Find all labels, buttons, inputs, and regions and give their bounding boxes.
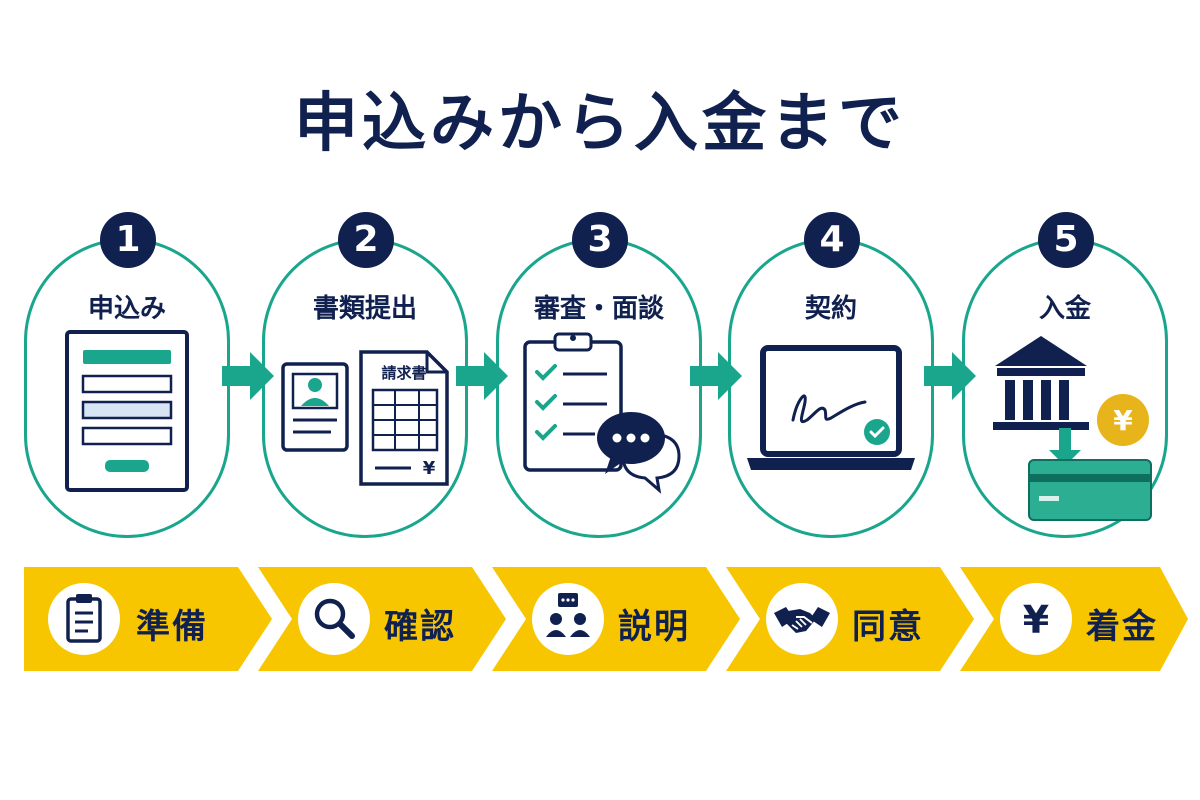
- clipboard-icon: [66, 594, 102, 643]
- stage-label: 着金: [1086, 607, 1158, 647]
- arrow-right-icon: [690, 352, 742, 400]
- step-5: 5 入金 ¥: [962, 212, 1168, 542]
- stage-explanation: 説明: [492, 567, 742, 671]
- stage-agreement: 同意: [726, 567, 976, 671]
- step-number-badge: 2: [338, 212, 394, 268]
- invoice-yen-mark: ¥: [423, 458, 436, 479]
- step-number-badge: 1: [100, 212, 156, 268]
- step-1: 1 申込み: [24, 212, 230, 542]
- step-2: 2 書類提出 請求書 ¥: [262, 212, 468, 542]
- page-title: 申込みから入金まで: [294, 87, 906, 161]
- presentation-people-icon: [546, 593, 590, 637]
- stage-icon-badge: [532, 583, 604, 655]
- step-label: 申込み: [87, 294, 166, 324]
- stage-label: 確認: [384, 607, 456, 647]
- stage-funds-received: ¥ 着金: [960, 567, 1200, 671]
- arrow-right-icon: [456, 352, 508, 400]
- handshake-icon: [774, 607, 830, 633]
- step-number-badge: 3: [572, 212, 628, 268]
- stage-label: 準備: [136, 607, 208, 647]
- magnifier-icon: [314, 598, 355, 639]
- laptop-signature-icon: [747, 345, 915, 470]
- stage-icon-badge: ¥: [1000, 583, 1072, 655]
- step-label: 契約: [804, 294, 857, 324]
- step-label: 書類提出: [312, 294, 417, 324]
- invoice-title: 請求書: [381, 364, 426, 382]
- checklist-chat-icon: [523, 332, 681, 494]
- yen-icon: ¥: [1023, 598, 1049, 642]
- stage-label: 説明: [618, 607, 690, 647]
- stage-preparation: 準備: [24, 567, 274, 671]
- documents-icon: 請求書 ¥: [281, 350, 449, 486]
- step-number-badge: 5: [1038, 212, 1094, 268]
- bank-transfer-icon: ¥: [993, 336, 1152, 521]
- step-label: 審査・面談: [533, 294, 664, 324]
- stage-icon-badge: [766, 583, 838, 655]
- step-number-badge: 4: [804, 212, 860, 268]
- step-label: 入金: [1038, 294, 1091, 324]
- application-form-icon: [65, 330, 189, 492]
- stage-icon-badge: [48, 583, 120, 655]
- arrow-right-icon: [924, 352, 976, 400]
- stage-confirmation: 確認: [258, 567, 508, 671]
- chevron-shape: [258, 567, 506, 671]
- chevron-shape: [726, 567, 974, 671]
- step-4: 4 契約: [728, 212, 934, 542]
- yen-mark: ¥: [1023, 598, 1049, 642]
- coin-yen-mark: ¥: [1113, 404, 1133, 437]
- arrow-right-icon: [222, 352, 274, 400]
- step-3: 3 審査・面談: [496, 212, 702, 542]
- chevron-shape: [492, 567, 740, 671]
- stage-icon-badge: [298, 583, 370, 655]
- stage-label: 同意: [852, 607, 924, 647]
